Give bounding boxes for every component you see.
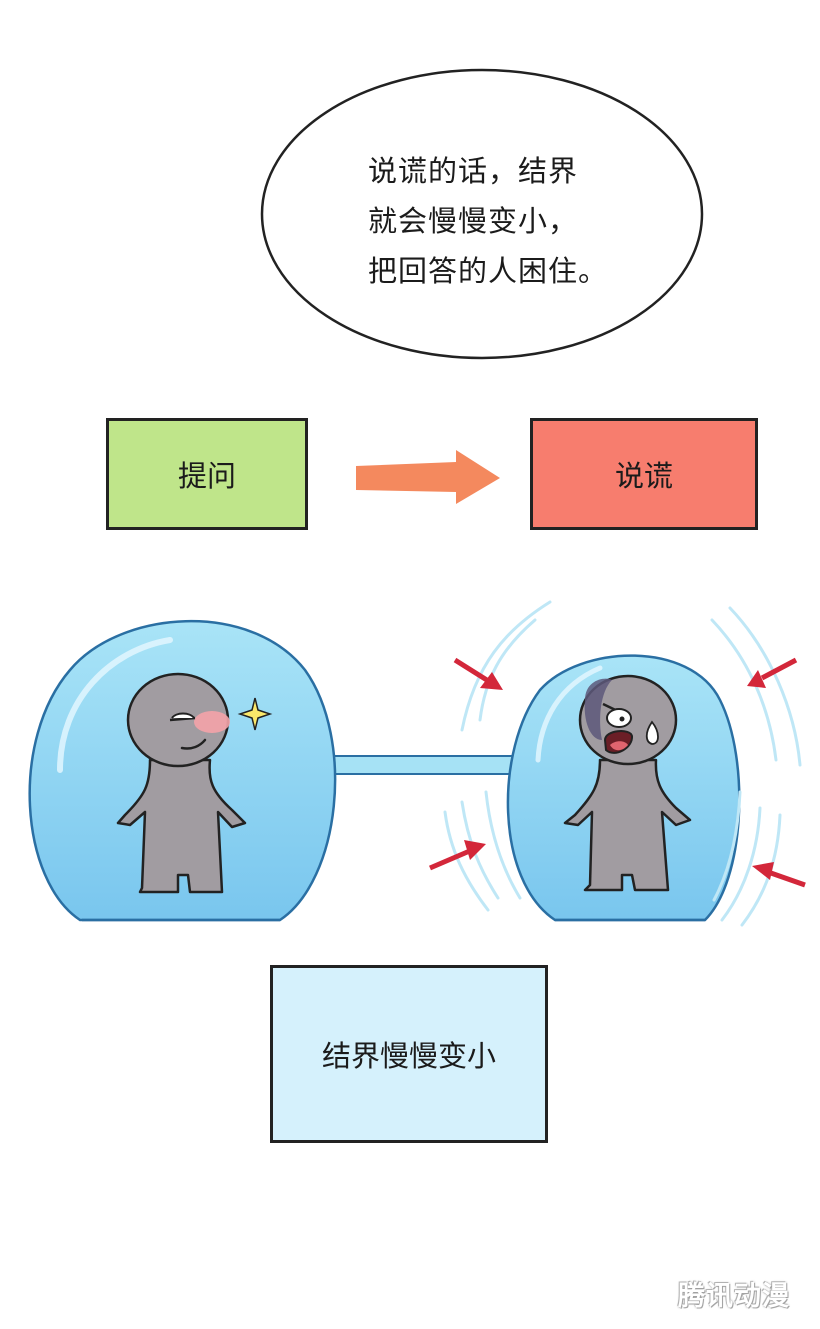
shrink-label: 结界慢慢变小 [321,1039,496,1073]
pressure-arrow-icon [453,657,503,690]
speech-line-1: 说谎的话，结界 [368,154,579,188]
speech-bubble [260,68,704,360]
pressure-arrow-icon [747,657,798,688]
shrink-box: 结界慢慢变小 [270,965,548,1143]
speech-line-2: 就会慢慢变小， [368,204,579,238]
sparkle-icon [237,697,273,731]
right-arrow-icon [356,450,500,504]
barrier-illustration [28,600,806,927]
watermark-logo: 腾讯动漫 [678,1280,790,1312]
pressure-arrows [429,657,806,888]
pressure-arrow-icon [429,840,486,871]
speech-line-3: 把回答的人困住。 [368,254,609,288]
connecting-tube [329,755,517,775]
lie-label: 说谎 [614,459,673,493]
ask-box: 提问 [106,418,308,530]
panicked-figure [563,674,692,892]
calm-figure [116,672,273,894]
lie-box: 说谎 [530,418,758,530]
pressure-arrow-icon [752,862,806,888]
sweat-drop-icon [645,720,659,745]
ask-label: 提问 [177,459,236,493]
speech-bubble-text: 说谎的话，结界 就会慢慢变小， 把回答的人困住。 [368,146,668,296]
